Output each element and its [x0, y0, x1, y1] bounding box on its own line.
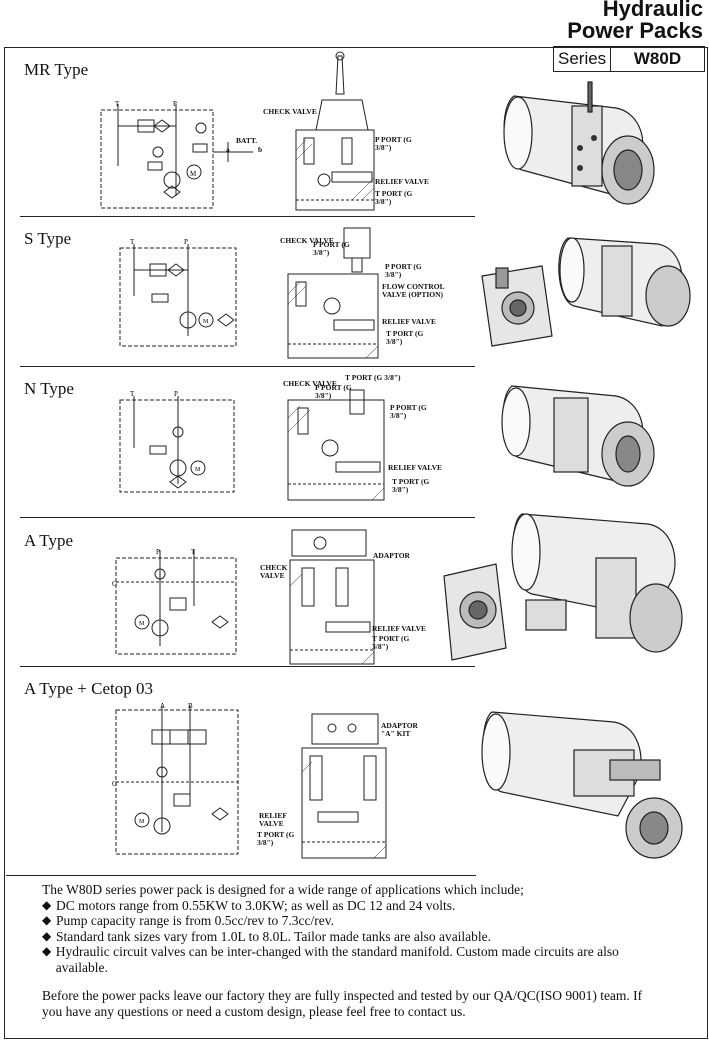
s-p-port-label: P PORT (G 3/8"): [385, 262, 422, 279]
n-t-port-label-top: T PORT (G 3/8"): [345, 373, 401, 382]
mr-power-pack-photo: [503, 81, 655, 205]
s-relief-valve-label: RELIEF VALVE: [382, 317, 436, 326]
type-label-n: N Type: [24, 379, 74, 398]
svg-text:M: M: [139, 621, 145, 627]
a-manifold-drawing: [289, 529, 375, 665]
svg-text:P: P: [156, 548, 160, 556]
section-divider: [20, 666, 475, 667]
list-item: ◆ Pump capacity range is from 0.5cc/rev …: [42, 913, 662, 929]
closing-paragraph: Before the power packs leave our factory…: [42, 988, 643, 1019]
description-intro: The W80D series power pack is designed f…: [42, 882, 524, 897]
port-b-label: b: [258, 145, 263, 154]
n-power-pack-photo: [501, 385, 655, 487]
section-divider: [20, 517, 475, 518]
cetop-t-port-label: T PORT (G 3/8"): [257, 830, 295, 847]
n-check-valve-label: CHECK VALVE: [283, 379, 337, 388]
svg-text:M: M: [203, 319, 209, 325]
cetop-relief-valve-label: RELIEF VALVE: [259, 811, 287, 828]
section-divider: [20, 216, 475, 217]
n-relief-valve-label: RELIEF VALVE: [388, 463, 442, 472]
title-line-1: Hydraulic: [602, 0, 703, 21]
batt-label: BATT.: [236, 136, 258, 145]
bullet-text: Pump capacity range is from 0.5cc/rev to…: [56, 913, 335, 928]
svg-text:P: P: [173, 100, 177, 108]
svg-text:T: T: [115, 100, 120, 108]
s-manifold-drawing: [287, 227, 379, 359]
diamond-bullet-icon: ◆: [42, 913, 52, 927]
bullet-text: DC motors range from 0.55KW to 3.0KW; as…: [56, 897, 456, 913]
diamond-bullet-icon: ◆: [42, 897, 52, 912]
cetop-circuit-schematic: A B G M: [112, 702, 239, 855]
section-divider: [6, 875, 476, 876]
s-check-valve-label: CHECK VALVE: [280, 236, 334, 245]
s-power-pack-photo: [481, 237, 691, 347]
svg-text:M: M: [139, 819, 145, 825]
list-item: ◆ Standard tank sizes vary from 1.0L to …: [42, 929, 662, 945]
a-check-valve-label: CHECK VALVE: [260, 563, 288, 580]
n-manifold-drawing: [287, 389, 385, 501]
series-box: Series W80D: [553, 46, 705, 72]
svg-text:A: A: [160, 702, 165, 710]
svg-text:T: T: [191, 548, 196, 556]
page-title: Hydraulic Power Packs: [567, 0, 703, 42]
mr-manifold-drawing: [295, 51, 375, 211]
type-label-a-cetop: A Type + Cetop 03: [24, 679, 153, 698]
title-line-2: Power Packs: [567, 18, 703, 43]
bullet-text: Standard tank sizes vary from 1.0L to 8.…: [56, 928, 492, 944]
n-p-port-label-top: P PORT (G 3/8"): [315, 383, 352, 400]
s-flow-control-label: FLOW CONTROL VALVE (OPTION): [382, 282, 445, 299]
svg-text:T: T: [130, 390, 135, 398]
list-item: ◆ DC motors range from 0.55KW to 3.0KW; …: [42, 898, 662, 914]
n-t-port-label: T PORT (G 3/8"): [392, 477, 430, 494]
list-item: ◆ Hydraulic circuit valves can be inter-…: [42, 944, 662, 975]
mr-circuit-schematic: T P M: [100, 100, 253, 209]
cetop-adaptor-kit-label: ADAPTOR "A" KIT: [381, 721, 418, 738]
diamond-bullet-icon: ◆: [42, 928, 52, 943]
svg-text:P: P: [184, 238, 188, 246]
type-label-s: S Type: [24, 229, 72, 248]
s-t-port-label: T PORT (G 3/8"): [386, 329, 424, 346]
mr-p-port-label: P PORT (G 3/8"): [375, 135, 412, 152]
diamond-bullet-icon: ◆: [42, 944, 52, 958]
svg-text:M: M: [195, 467, 201, 473]
mr-relief-valve-label: RELIEF VALVE: [375, 177, 429, 186]
section-divider: [20, 366, 475, 367]
s-p-port-label-top: P PORT (G 3/8"): [313, 240, 350, 257]
a-relief-valve-label: RELIEF VALVE: [372, 624, 426, 633]
type-label-a: A Type: [24, 531, 74, 550]
svg-text:M: M: [190, 170, 197, 178]
svg-text:G: G: [112, 780, 117, 788]
a-power-pack-photo: [443, 513, 683, 661]
a-adaptor-label: ADAPTOR: [373, 551, 410, 560]
cetop-manifold-drawing: [301, 713, 387, 859]
description-block: The W80D series power pack is designed f…: [42, 882, 662, 975]
a-t-port-label: T PORT (G 3/8"): [372, 634, 410, 651]
n-circuit-schematic: T P M: [119, 390, 235, 493]
bullet-text: Hydraulic circuit valves can be inter-ch…: [55, 944, 619, 975]
series-label: Series: [554, 47, 611, 71]
n-p-port-label: P PORT (G 3/8"): [390, 403, 427, 420]
series-value: W80D: [633, 49, 682, 68]
page-frame: [4, 47, 708, 1039]
cetop-power-pack-photo: [481, 711, 683, 859]
svg-text:B: B: [188, 702, 193, 710]
mr-check-valve-label: CHECK VALVE: [263, 107, 317, 116]
s-circuit-schematic: T P M: [119, 238, 237, 347]
port-a-label: a: [226, 145, 230, 154]
svg-text:P: P: [174, 390, 178, 398]
svg-text:G: G: [112, 580, 117, 588]
a-circuit-schematic: P T G M: [112, 548, 237, 655]
mr-t-port-label: T PORT (G 3/8"): [375, 189, 413, 206]
svg-text:T: T: [130, 238, 135, 246]
type-label-mr: MR Type: [24, 60, 89, 79]
